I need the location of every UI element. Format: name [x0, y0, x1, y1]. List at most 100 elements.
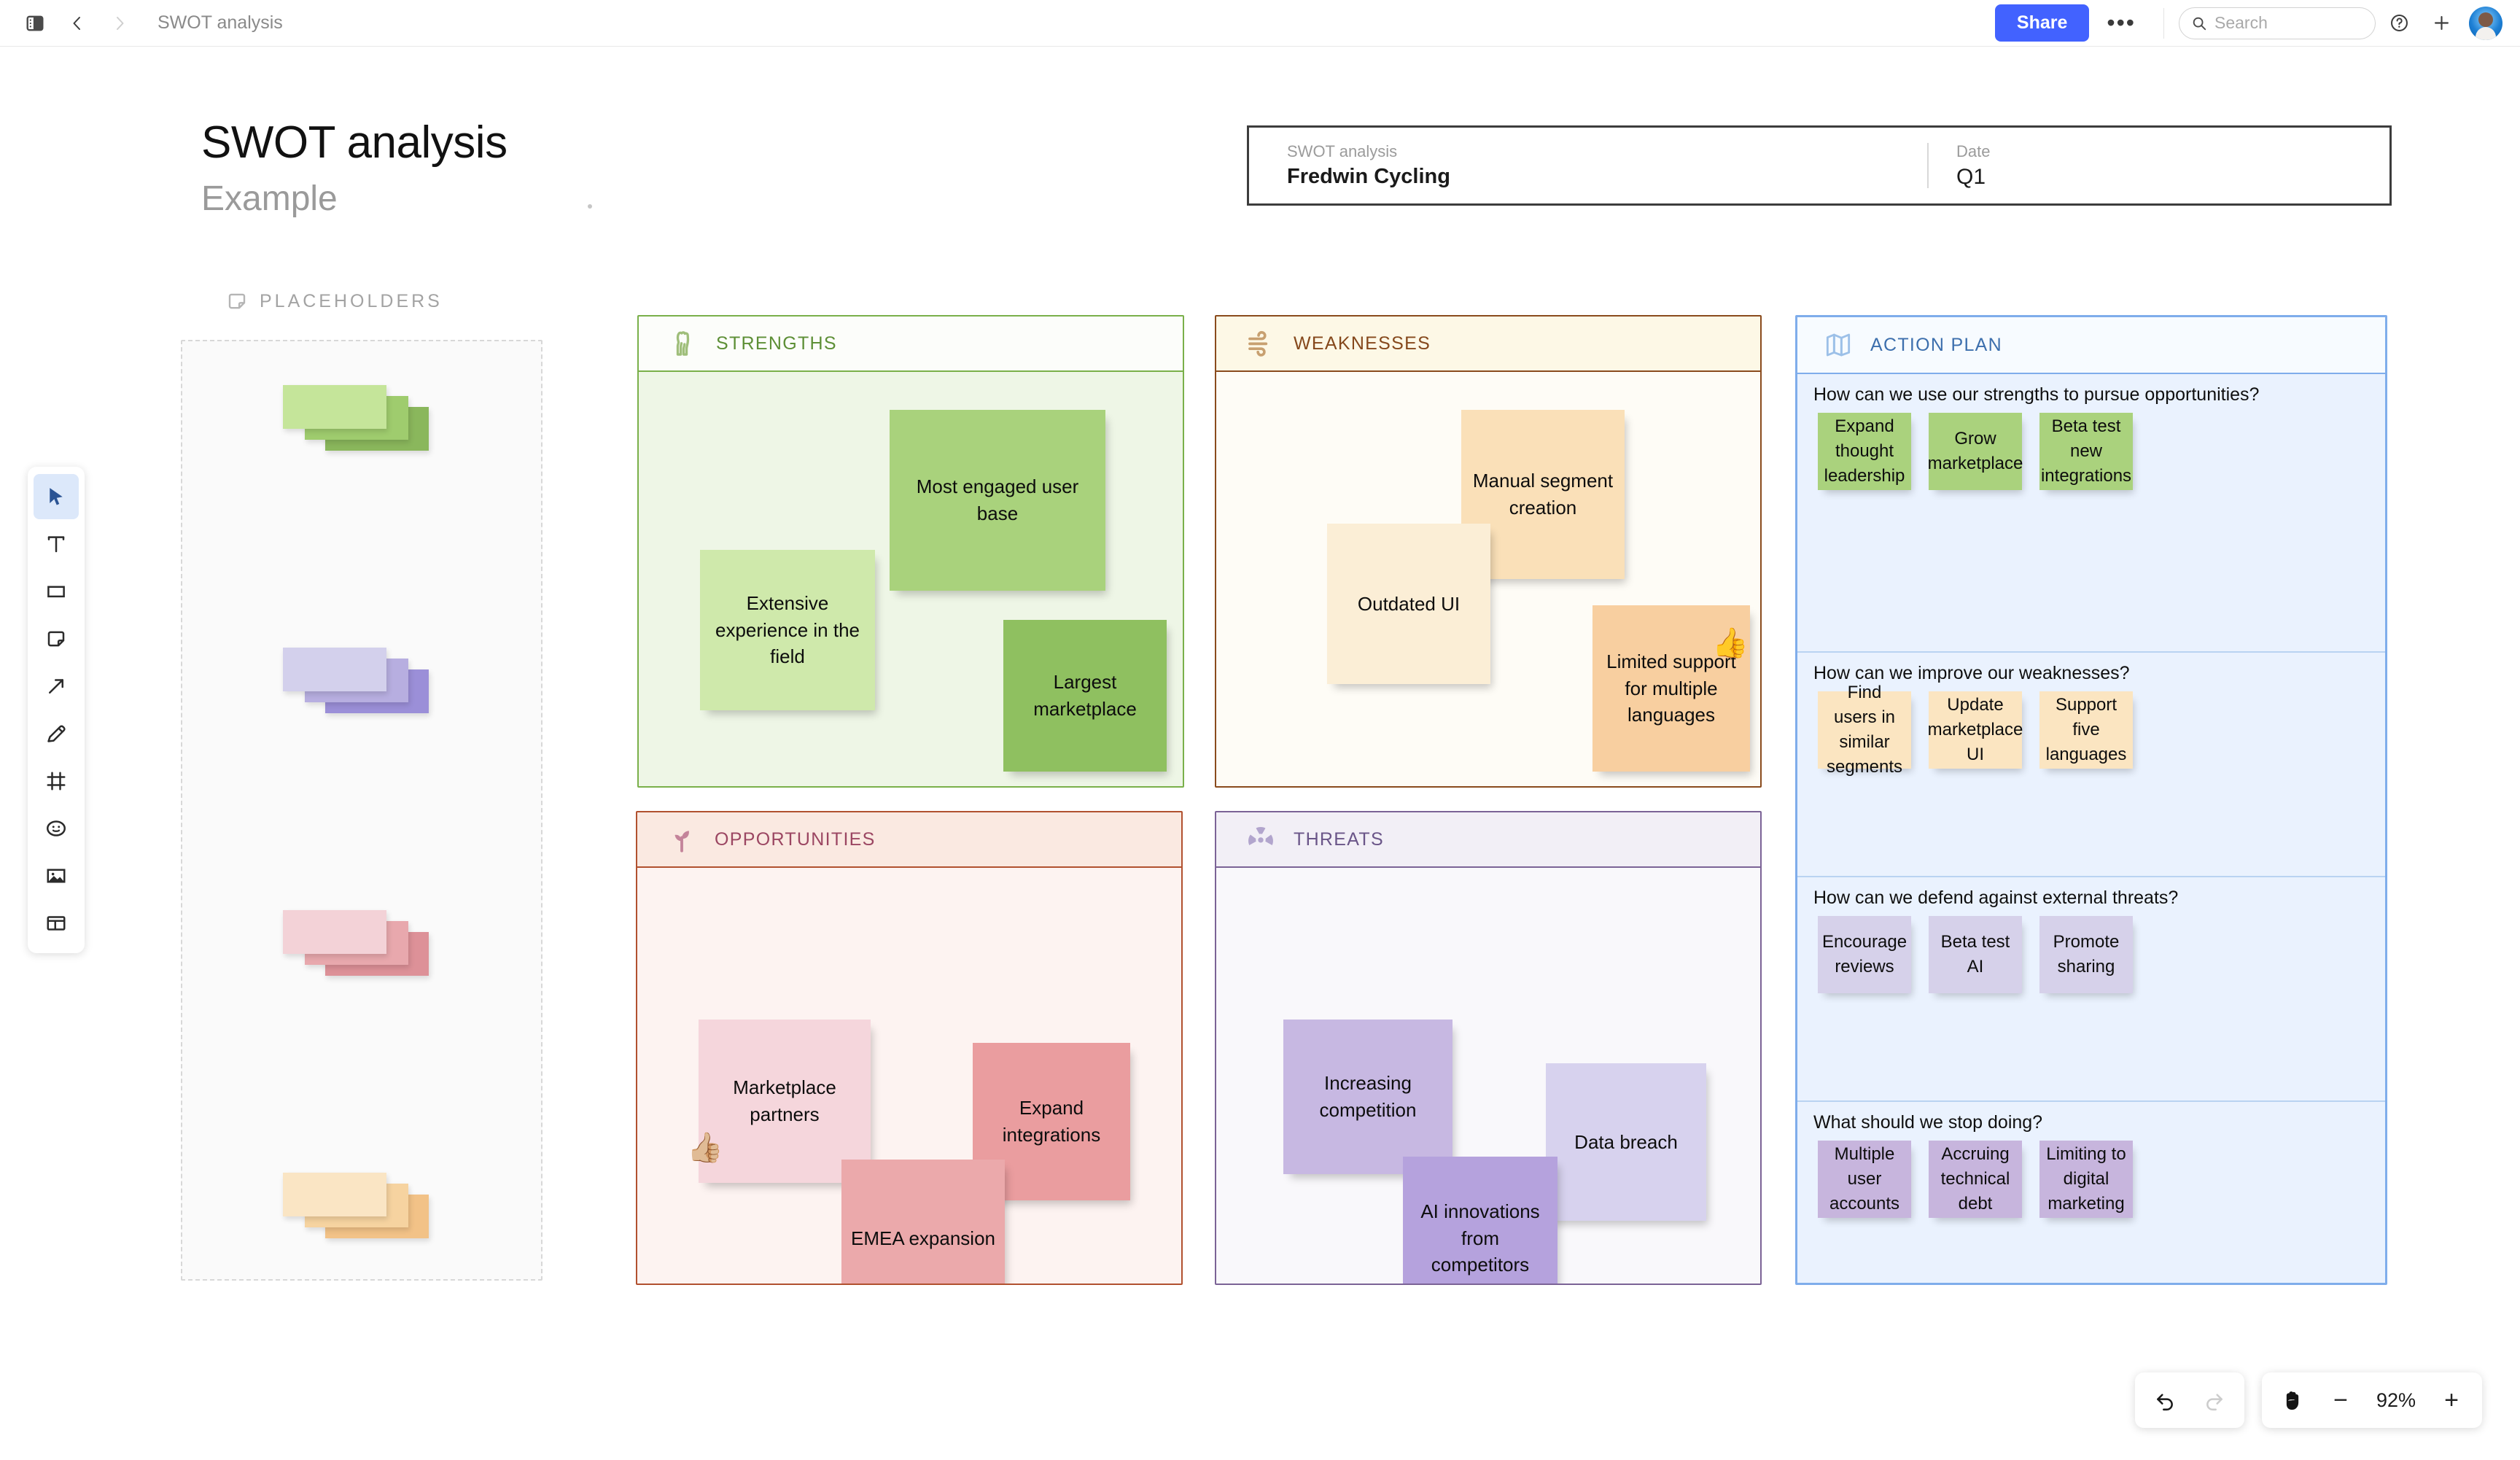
sticky-note[interactable]: Encourage reviews — [1818, 916, 1911, 993]
wind-lines-icon — [1245, 328, 1276, 359]
sticky-note[interactable]: Outdated UI — [1327, 524, 1490, 684]
sticky-note[interactable]: Data breach — [1546, 1063, 1706, 1221]
board-subtitle[interactable]: Example — [201, 179, 338, 218]
user-avatar[interactable] — [2469, 6, 2502, 40]
purple-note-stack[interactable] — [283, 648, 429, 728]
toolbar-divider — [2163, 7, 2164, 39]
quadrant-title-threats: THREATS — [1294, 828, 1384, 850]
sticky-note[interactable]: EMEA expansion — [841, 1160, 1005, 1284]
back-chevron-left-icon[interactable] — [58, 4, 96, 42]
placeholder-note[interactable] — [283, 910, 386, 954]
sticky-note[interactable]: Largest marketplace — [1003, 620, 1167, 772]
quadrant-header-strengths: STRENGTHS — [639, 317, 1183, 372]
help-circle-icon[interactable] — [2380, 4, 2418, 42]
pen-tool[interactable] — [34, 711, 79, 756]
placeholders-dropzone[interactable] — [181, 340, 542, 1281]
arrow-diagonal-icon — [49, 679, 63, 694]
redo-arrow-icon — [2206, 1394, 2222, 1411]
template-tool[interactable] — [34, 901, 79, 946]
zoom-control-group: − 92% + — [2262, 1372, 2482, 1428]
template-layout-icon — [47, 916, 66, 931]
placeholder-note[interactable] — [283, 1173, 386, 1216]
undo-button[interactable] — [2145, 1380, 2186, 1421]
sticky-note[interactable]: Marketplace partners👍🏼 — [687, 1020, 871, 1183]
quadrant-title-weaknesses: WEAKNESSES — [1294, 333, 1431, 354]
flexed-arm-icon — [668, 328, 699, 359]
pencil-icon — [47, 725, 66, 742]
forward-chevron-right-icon[interactable] — [101, 4, 139, 42]
sticky-note[interactable]: Limited support for multiple languages👍 — [1592, 605, 1750, 772]
breadcrumb[interactable]: SWOT analysis — [158, 12, 283, 33]
green-note-stack[interactable] — [283, 385, 429, 465]
sticky-note-text: Expand integrations — [1002, 1097, 1101, 1146]
orange-note-stack[interactable] — [283, 1173, 429, 1253]
header-label-subject: SWOT analysis — [1287, 142, 1398, 160]
sticky-note-tool[interactable] — [34, 616, 79, 661]
sticky-note[interactable]: Find users in similar segments — [1818, 683, 1911, 777]
sticky-note[interactable]: Limiting to digital marketing — [2039, 1141, 2133, 1218]
sticky-note[interactable]: Manual segment creation — [1461, 410, 1625, 579]
search-input[interactable]: Search — [2179, 7, 2376, 39]
sticky-note[interactable]: Extensive experience in the field — [700, 550, 875, 710]
quadrant-threats[interactable]: THREATS Increasing competition Data breach… — [1215, 811, 1762, 1285]
shape-tool[interactable] — [34, 569, 79, 614]
cursor-arrow-icon — [50, 488, 63, 505]
sticky-note[interactable]: AI innovations from competitors — [1403, 1157, 1558, 1284]
redo-button[interactable] — [2193, 1380, 2234, 1421]
top-bar-left-group: SWOT analysis — [0, 4, 283, 42]
sticky-note[interactable]: Promote sharing — [2039, 916, 2133, 993]
sticky-note[interactable]: Support five languages — [2039, 691, 2133, 769]
frame-tool[interactable] — [34, 758, 79, 804]
sticky-note[interactable]: Grow marketplace — [1927, 413, 2023, 490]
select-tool[interactable] — [34, 474, 79, 519]
zoom-out-button[interactable]: − — [2333, 1386, 2348, 1414]
sticky-note-text: Outdated UI — [1357, 592, 1461, 615]
sticky-note[interactable]: Expand thought leadership — [1818, 413, 1911, 490]
sticky-note[interactable]: Multiple user accounts — [1818, 1141, 1911, 1218]
sticky-note-text: Manual segment creation — [1472, 470, 1614, 519]
sticky-note-text: Largest marketplace — [1033, 671, 1137, 720]
sticky-note[interactable]: Accruing technical debt — [1929, 1141, 2022, 1218]
pink-note-stack[interactable] — [283, 910, 429, 990]
sidebar-panel-icon[interactable] — [16, 4, 54, 42]
sticky-note[interactable]: Increasing competition — [1283, 1020, 1452, 1174]
sticky-note[interactable]: Most engaged user base — [890, 410, 1105, 591]
sticky-note-text: Grow marketplace — [1927, 428, 2023, 473]
zoom-level-value[interactable]: 92% — [2376, 1389, 2416, 1411]
plus-icon[interactable] — [2422, 4, 2460, 42]
board-title[interactable]: SWOT analysis — [201, 117, 508, 168]
cursor-dot-marker — [588, 204, 592, 209]
image-tool[interactable] — [34, 853, 79, 898]
text-tool[interactable] — [34, 521, 79, 567]
header-cell-subject[interactable]: SWOT analysis Fredwin Cycling — [1249, 142, 1927, 189]
placeholder-note[interactable] — [283, 648, 386, 691]
more-options-button[interactable]: ••• — [2107, 9, 2136, 36]
thumbs-up-emoji-icon: 👍🏼 — [687, 1132, 723, 1164]
sprout-plant-icon — [666, 824, 697, 855]
placeholder-note[interactable] — [283, 385, 386, 429]
share-button[interactable]: Share — [1994, 4, 2090, 42]
hand-pan-button[interactable] — [2272, 1380, 2313, 1421]
sticky-note[interactable]: Beta test new integrations — [2039, 413, 2133, 490]
connector-tool[interactable] — [34, 664, 79, 709]
sticky-note[interactable]: Beta test AI — [1929, 916, 2022, 993]
sticky-note-text: Limited support for multiple languages — [1606, 650, 1736, 726]
action-plan-section-2: How can we improve our weaknesses?Find u… — [1797, 653, 2385, 877]
history-control-group — [2135, 1372, 2244, 1428]
placeholders-label-group: PLACEHOLDERS — [226, 290, 443, 312]
action-plan-question: How can we improve our weaknesses? — [1813, 663, 2130, 683]
sticky-note-text: Limiting to digital marketing — [2046, 1143, 2126, 1214]
search-icon — [2193, 17, 2206, 30]
emoji-tool[interactable] — [34, 806, 79, 851]
sticky-note-text: Increasing competition — [1319, 1072, 1417, 1121]
placeholders-label: PLACEHOLDERS — [260, 290, 443, 311]
sticky-note[interactable]: Update marketplace UI — [1928, 691, 2023, 769]
action-plan-section-3: How can we defend against external threa… — [1797, 877, 2385, 1102]
zoom-in-button[interactable]: + — [2444, 1386, 2459, 1414]
header-cell-date[interactable]: Date Q1 — [1927, 142, 2336, 189]
